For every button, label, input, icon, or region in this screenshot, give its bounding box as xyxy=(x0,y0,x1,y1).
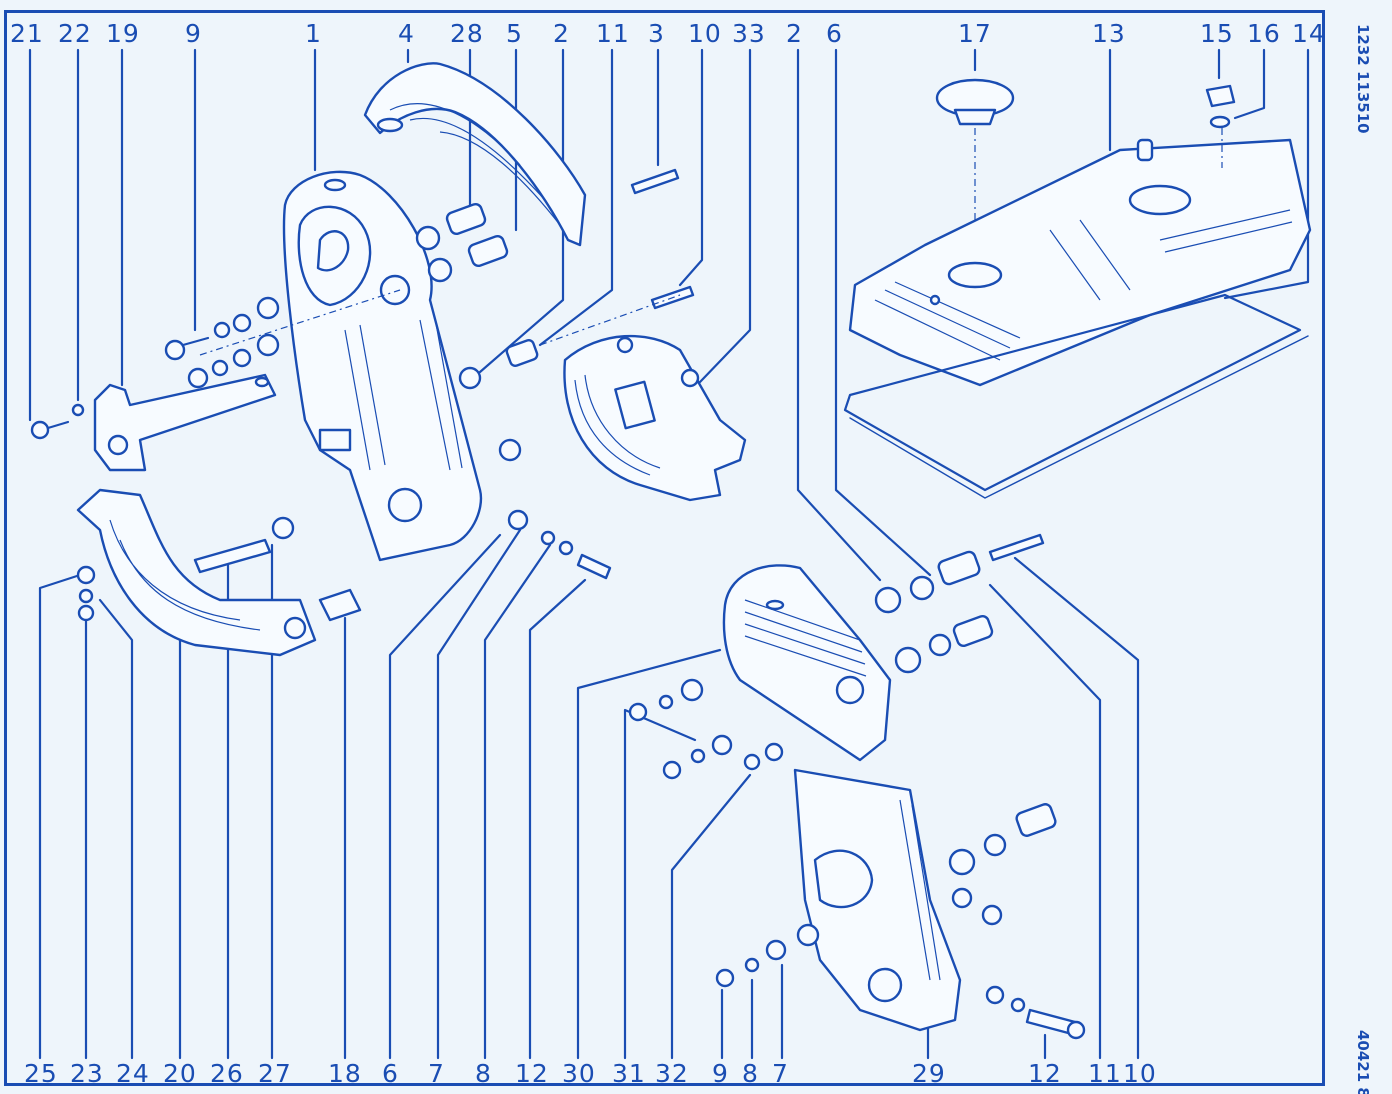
callout-top-28: 28 xyxy=(450,19,484,48)
callout-top-19: 19 xyxy=(106,19,140,48)
callout-bottom-29: 29 xyxy=(912,1059,946,1088)
main-belt-cover xyxy=(282,170,483,562)
tensioner-housing-33 xyxy=(563,334,747,502)
callout-bottom-20: 20 xyxy=(163,1059,197,1088)
callout-bottom-30: 30 xyxy=(562,1059,596,1088)
callout-top-10: 10 xyxy=(688,19,722,48)
callout-bottom-8: 8 xyxy=(475,1059,492,1088)
left-bolt-group xyxy=(164,289,401,389)
callout-top-2b: 2 xyxy=(786,19,803,48)
side-label-bottom: 40421 8 xyxy=(1354,1030,1372,1094)
callout-bottom-12: 12 xyxy=(515,1059,549,1088)
callout-bottom-31: 31 xyxy=(612,1059,646,1088)
callout-top-21: 21 xyxy=(10,19,44,48)
lower-cover-29 xyxy=(793,768,962,1032)
callout-top-6: 6 xyxy=(826,19,843,48)
callout-bottom-32: 32 xyxy=(655,1059,689,1088)
callout-top-9: 9 xyxy=(185,19,202,48)
right-spacers-lower xyxy=(948,803,1057,926)
bracket-19 xyxy=(30,373,277,472)
callout-bottom-24: 24 xyxy=(116,1059,150,1088)
callout-bottom-7b: 7 xyxy=(772,1059,789,1088)
callout-top-11: 11 xyxy=(596,19,630,48)
lower-middle-hardware xyxy=(628,678,1086,1040)
callout-top-3: 3 xyxy=(648,19,665,48)
diagram-frame xyxy=(4,10,1325,1086)
lower-cover-30 xyxy=(722,564,892,762)
callout-top-4: 4 xyxy=(398,19,415,48)
callout-bottom-26: 26 xyxy=(210,1059,244,1088)
callout-bottom-23: 23 xyxy=(70,1059,104,1088)
spacer-group-top xyxy=(415,168,695,390)
callout-bottom-18: 18 xyxy=(328,1059,362,1088)
callout-top-5: 5 xyxy=(506,19,523,48)
callout-top-17: 17 xyxy=(958,19,992,48)
callout-top-1: 1 xyxy=(305,19,322,48)
callout-top-16: 16 xyxy=(1247,19,1281,48)
callout-top-13: 13 xyxy=(1092,19,1126,48)
callout-bottom-11: 11 xyxy=(1088,1059,1122,1088)
callout-bottom-27: 27 xyxy=(258,1059,292,1088)
callout-top-15: 15 xyxy=(1200,19,1234,48)
callout-bottom-7: 7 xyxy=(428,1059,445,1088)
upper-timing-cover xyxy=(363,62,587,247)
nut-washer-15-16 xyxy=(1205,84,1236,168)
callout-top-2: 2 xyxy=(553,19,570,48)
callout-top-33: 33 xyxy=(732,19,766,48)
callout-bottom-25: 25 xyxy=(24,1059,58,1088)
callout-top-14: 14 xyxy=(1292,19,1326,48)
top-callouts: 21 22 19 9 1 4 28 5 2 11 3 10 33 2 6 17 … xyxy=(10,19,1326,48)
valve-cover-gasket-14 xyxy=(843,293,1309,499)
callout-bottom-12b: 12 xyxy=(1028,1059,1062,1088)
curved-bracket-20 xyxy=(76,488,362,657)
valve-cover-13 xyxy=(848,138,1312,387)
callout-top-22: 22 xyxy=(58,19,92,48)
callout-bottom-8b: 8 xyxy=(742,1059,759,1088)
callout-bottom-9: 9 xyxy=(712,1059,729,1088)
callout-bottom-6: 6 xyxy=(382,1059,399,1088)
oil-filler-cap-17 xyxy=(935,78,1015,270)
callout-bottom-10: 10 xyxy=(1123,1059,1157,1088)
side-label-top: 1232 113510 xyxy=(1354,24,1372,134)
right-spacers-upper xyxy=(874,533,1045,674)
bottom-callouts: 25 23 24 20 26 27 18 6 7 8 12 30 31 32 9… xyxy=(24,1059,1157,1088)
middle-hardware xyxy=(498,438,612,580)
